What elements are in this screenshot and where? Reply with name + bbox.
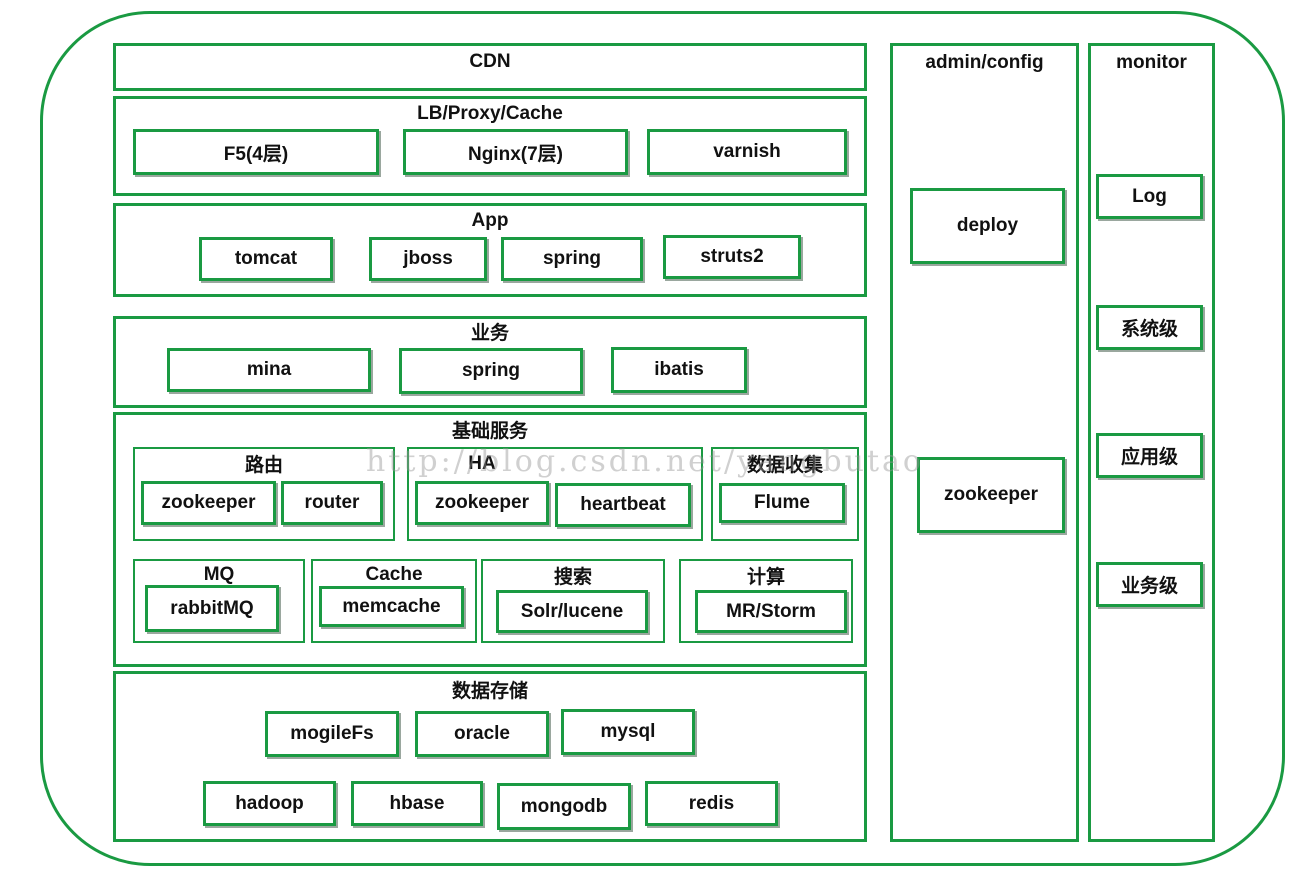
data-collection-title: 数据收集 bbox=[746, 455, 823, 476]
oracle-box: oracle bbox=[415, 711, 549, 757]
router-box: router bbox=[281, 481, 383, 525]
memcache-box: memcache bbox=[319, 586, 464, 627]
mq-title: MQ bbox=[203, 564, 235, 585]
struts2-box: struts2 bbox=[663, 235, 801, 279]
solr-lucene-box: Solr/lucene bbox=[496, 590, 648, 633]
architecture-frame bbox=[40, 11, 1285, 866]
base-services-title: 基础服务 bbox=[451, 421, 528, 442]
hbase-box: hbase bbox=[351, 781, 483, 826]
jboss-box: jboss bbox=[369, 237, 487, 281]
cache-title: Cache bbox=[365, 564, 423, 585]
business-title: 业务 bbox=[470, 323, 509, 344]
mongodb-box: mongodb bbox=[497, 783, 631, 830]
ha-zookeeper-box: zookeeper bbox=[415, 481, 549, 525]
spring-app-box: spring bbox=[501, 237, 643, 281]
varnish-box: varnish bbox=[647, 129, 847, 175]
spring-biz-box: spring bbox=[399, 348, 583, 394]
mr-storm-box: MR/Storm bbox=[695, 590, 847, 633]
routing-zookeeper-box: zookeeper bbox=[141, 481, 276, 525]
heartbeat-box: heartbeat bbox=[555, 483, 691, 527]
hadoop-box: hadoop bbox=[203, 781, 336, 826]
mina-box: mina bbox=[167, 348, 371, 392]
f5-box: F5(4层) bbox=[133, 129, 379, 175]
log-box: Log bbox=[1096, 174, 1203, 219]
app-level-box: 应用级 bbox=[1096, 433, 1203, 478]
search-title: 搜索 bbox=[553, 567, 592, 588]
rabbitmq-box: rabbitMQ bbox=[145, 585, 279, 632]
deploy-box: deploy bbox=[910, 188, 1065, 264]
admin-config-column: admin/config bbox=[890, 43, 1079, 842]
data-storage-title: 数据存储 bbox=[451, 681, 528, 702]
redis-box: redis bbox=[645, 781, 778, 826]
flume-box: Flume bbox=[719, 483, 845, 523]
ha-title: HA bbox=[468, 453, 496, 474]
nginx-box: Nginx(7层) bbox=[403, 129, 628, 175]
app-title: App bbox=[471, 210, 509, 231]
monitor-title: monitor bbox=[1116, 52, 1187, 73]
compute-title: 计算 bbox=[746, 567, 785, 588]
cdn-label: CDN bbox=[469, 51, 511, 72]
routing-title: 路由 bbox=[244, 455, 283, 476]
lb-proxy-cache-title: LB/Proxy/Cache bbox=[417, 103, 563, 124]
tomcat-box: tomcat bbox=[199, 237, 333, 281]
admin-config-title: admin/config bbox=[925, 52, 1044, 73]
watermark: http://blog.csdn.net/yangbutao bbox=[366, 444, 924, 479]
mogilefs-box: mogileFs bbox=[265, 711, 399, 757]
mysql-box: mysql bbox=[561, 709, 695, 755]
cdn-layer: CDN bbox=[113, 43, 867, 91]
admin-zookeeper-box: zookeeper bbox=[917, 457, 1065, 533]
ibatis-box: ibatis bbox=[611, 347, 747, 393]
business-level-box: 业务级 bbox=[1096, 562, 1203, 607]
system-level-box: 系统级 bbox=[1096, 305, 1203, 350]
